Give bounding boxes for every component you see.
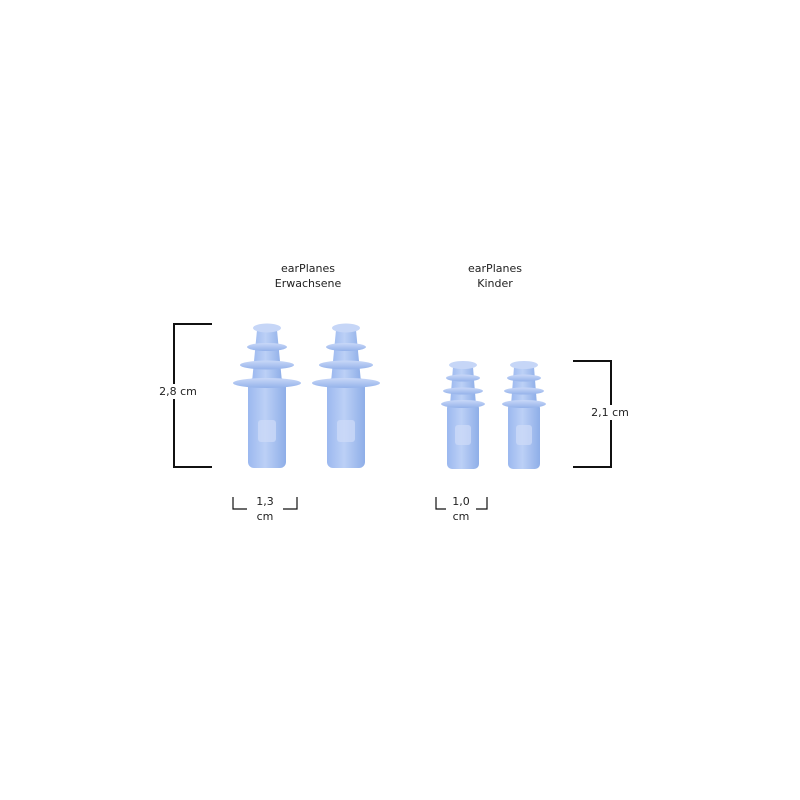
adult-width-label: 1,3 cm (256, 495, 274, 523)
kids-earplug-left (441, 361, 485, 469)
kids-width-bracket (435, 497, 488, 510)
adult-earplug-right (312, 323, 380, 468)
adult-name: Erwachsene (274, 277, 342, 290)
adult-height-label: 2,8 cm (148, 384, 208, 399)
kids-height-label: 2,1 cm (580, 405, 640, 420)
kids-title: earPlanes Kinder (440, 261, 550, 291)
kids-width-label: 1,0 cm (452, 495, 470, 523)
adult-earplug-left (233, 323, 301, 468)
kids-name: Kinder (477, 277, 513, 290)
kids-brand: earPlanes (468, 262, 522, 275)
kids-earplug-right (502, 361, 546, 469)
adult-title: earPlanes Erwachsene (248, 261, 368, 291)
adult-brand: earPlanes (281, 262, 335, 275)
adult-width-bracket (232, 497, 298, 510)
